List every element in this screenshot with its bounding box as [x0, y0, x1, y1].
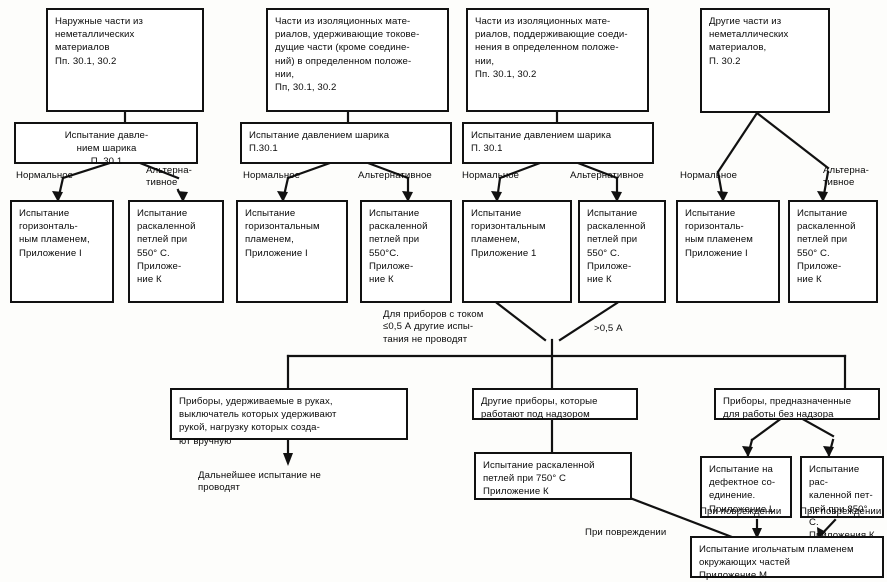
- box-needle-flame-test: Испытание игольчатым пламенем окружающих…: [690, 536, 884, 581]
- branch-label-normal-4: Нормальное: [680, 170, 738, 181]
- branch-label-normal-3: Нормальное: [462, 170, 520, 181]
- box-horizontal-flame-test-1: Испытание горизонталь- ным пламенем, При…: [10, 200, 114, 303]
- branch-label-normal-2: Нормальное: [243, 170, 301, 181]
- box-supervised-appliances: Другие приборы, которые работают под над…: [472, 388, 638, 420]
- box-glow-wire-550-test-1: Испытание раскаленной петлей при 550° С.…: [128, 200, 224, 303]
- box-glow-wire-750-test: Испытание раскаленной петлей при 750° С …: [474, 452, 632, 500]
- branch-label-alternative-4: Альтерна- тивное: [823, 165, 869, 189]
- box-glow-wire-550-test-4: Испытание раскаленной петлей при 550° С.…: [788, 200, 878, 303]
- box-glow-wire-850-test: Испытание рас- каленной пет- лей при 850…: [800, 456, 884, 541]
- label-current-low-threshold: Для приборов с током ≤0,5 А другие испы-…: [383, 309, 484, 345]
- box-ball-pressure-test-1: Испытание давле- нием шарика П. 30.1: [14, 122, 198, 167]
- box-horizontal-flame-test-3: Испытание горизонтальным пламенем, Прило…: [462, 200, 572, 303]
- branch-label-normal-1: Нормальное: [16, 170, 74, 181]
- label-current-high-threshold: >0,5 А: [594, 323, 623, 334]
- box-insulating-parts-supporting-connections: Части из изоляционных мате- риалов, подд…: [466, 8, 649, 112]
- box-handheld-appliances: Приборы, удерживаемые в руках, выключате…: [170, 388, 408, 447]
- box-defective-connection-test: Испытание на дефектное со- единение. При…: [700, 456, 792, 518]
- label-on-damage-3: При повреждении: [800, 506, 882, 517]
- box-external-nonmetal-parts: Наружные части из неметаллических матери…: [46, 8, 204, 112]
- box-horizontal-flame-test-2: Испытание горизонтальным пламенем, Прило…: [236, 200, 348, 303]
- label-on-damage-2: При повреждении: [700, 506, 782, 517]
- branch-label-alternative-2: Альтернативное: [358, 170, 432, 181]
- label-on-damage-1: При повреждении: [585, 527, 667, 538]
- box-horizontal-flame-test-4: Испытание горизонталь- ным пламенем Прил…: [676, 200, 780, 303]
- branch-label-alternative-1: Альтерна- тивное: [146, 165, 192, 189]
- box-unsupervised-appliances: Приборы, предназначенные для работы без …: [714, 388, 880, 420]
- branch-label-alternative-3: Альтернативное: [570, 170, 644, 181]
- label-no-further-test: Дальнейшее испытание не проводят: [198, 470, 321, 494]
- box-insulating-parts-holding-live-parts: Части из изоляционных мате- риалов, удер…: [266, 8, 449, 112]
- box-ball-pressure-test-3: Испытание давлением шарика П. 30.1: [462, 122, 654, 164]
- box-glow-wire-550-test-2: Испытание раскаленной петлей при 550°С. …: [360, 200, 452, 303]
- box-other-nonmetal-parts: Другие части из неметаллических материал…: [700, 8, 830, 113]
- box-ball-pressure-test-2: Испытание давлением шарика П.30.1: [240, 122, 452, 164]
- box-glow-wire-550-test-3: Испытание раскаленной петлей при 550° С.…: [578, 200, 666, 303]
